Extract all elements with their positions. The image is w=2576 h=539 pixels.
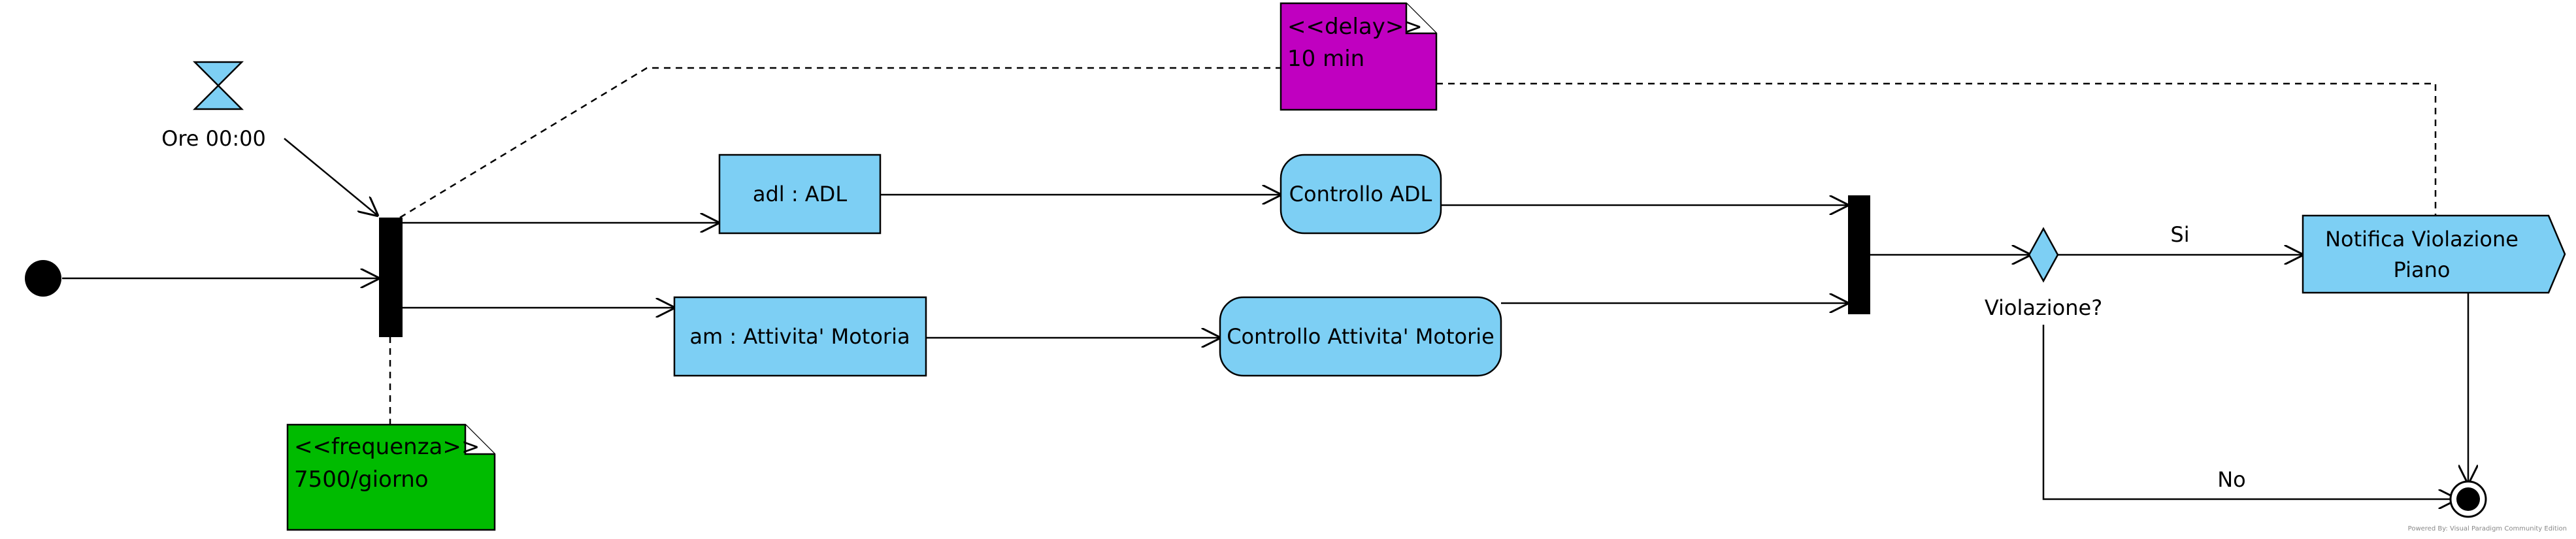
note-delay-stereotype: <<delay>> bbox=[1287, 14, 1423, 40]
footer-credit: Powered By: Visual Paradigm Community Ed… bbox=[2408, 525, 2567, 532]
object-am[interactable]: am : Attivita' Motoria bbox=[673, 296, 927, 377]
note-delay: <<delay>> 10 min bbox=[1280, 2, 1438, 111]
flow-decision-no bbox=[2042, 325, 2457, 499]
object-adl[interactable]: adl : ADL bbox=[718, 154, 882, 235]
note-frequency: <<frequenza>> 7500/giorno bbox=[286, 423, 496, 531]
signal-notifica-violazione[interactable]: Notifica Violazione Piano bbox=[2302, 214, 2566, 294]
signal-label-line2: Piano bbox=[2394, 257, 2451, 282]
join-bar bbox=[1848, 195, 1870, 314]
note-connectors bbox=[389, 67, 2437, 425]
note-delay-value: 10 min bbox=[1287, 46, 1364, 72]
decision-label: Violazione? bbox=[1985, 295, 2102, 320]
hourglass-icon bbox=[192, 61, 244, 110]
final-node bbox=[2449, 480, 2487, 518]
delay-connector bbox=[399, 67, 1281, 219]
decision-no-label: No bbox=[2217, 467, 2246, 492]
initial-node bbox=[25, 260, 61, 297]
action-controllo-adl-label: Controllo ADL bbox=[1289, 182, 1432, 206]
object-am-label: am : Attivita' Motoria bbox=[689, 324, 910, 349]
action-controllo-am[interactable]: Controllo Attivita' Motorie bbox=[1219, 296, 1502, 377]
control-flows bbox=[62, 138, 2468, 499]
decision-yes-label: Si bbox=[2170, 222, 2189, 247]
decision-node[interactable]: Violazione? Si No bbox=[1985, 222, 2246, 492]
delay-connector-right bbox=[1436, 82, 2437, 216]
object-adl-label: adl : ADL bbox=[753, 182, 847, 206]
signal-label-line1: Notifica Violazione bbox=[2325, 227, 2518, 252]
flow-timer-to-fork bbox=[284, 138, 378, 216]
note-frequency-value: 7500/giorno bbox=[294, 466, 429, 493]
timer-label: Ore 00:00 bbox=[161, 126, 266, 151]
timer-event: Ore 00:00 bbox=[161, 61, 266, 151]
fork-bar bbox=[379, 218, 403, 337]
action-controllo-adl[interactable]: Controllo ADL bbox=[1280, 154, 1442, 235]
note-frequency-stereotype: <<frequenza>> bbox=[294, 434, 480, 460]
action-controllo-am-label: Controllo Attivita' Motorie bbox=[1227, 324, 1494, 349]
